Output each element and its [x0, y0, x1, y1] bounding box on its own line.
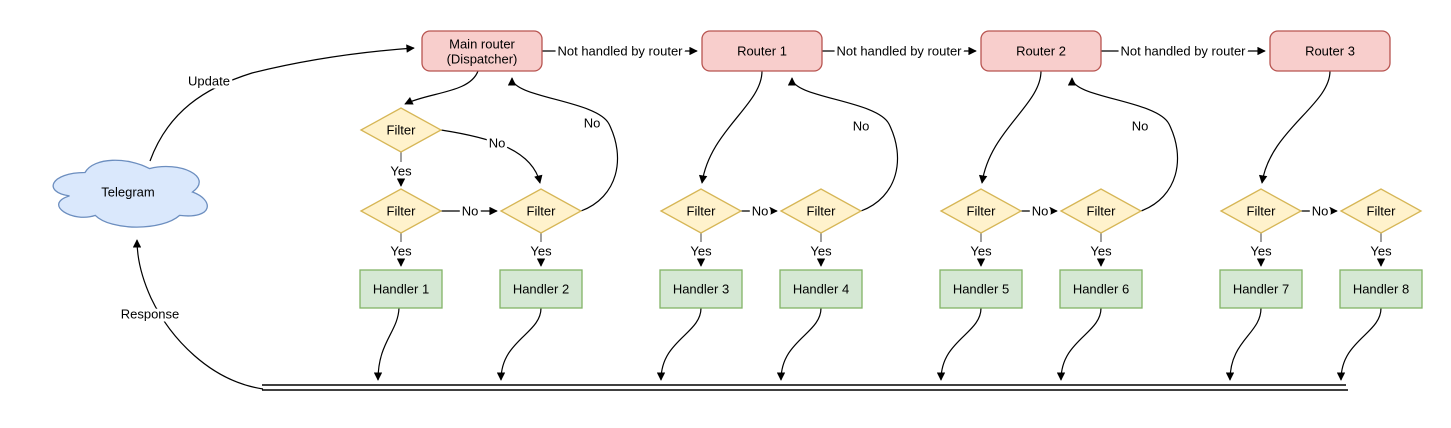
edge-dispatcher-to-filter [404, 70, 479, 105]
edge-labels: Update Response Not handled by router No… [118, 41, 1395, 325]
edge-handler5-to-bus [936, 307, 982, 381]
router2-box [980, 30, 1102, 72]
cloud-shape [52, 159, 208, 228]
yes-label: Yes [690, 244, 712, 259]
filter-diamond [359, 107, 443, 153]
response-label: Response [121, 307, 180, 322]
no-label: No [462, 204, 479, 219]
handler1-box [359, 269, 443, 309]
node-router-3: Router 3 [1269, 30, 1391, 72]
filter-yes-connectors [396, 233, 1386, 267]
edge-handler1-to-bus [373, 307, 400, 381]
edge-router2-to-filter [978, 70, 1042, 184]
edge-filter4-no-to-router1 [787, 77, 899, 212]
not-handled-label-2: Not handled by router [836, 44, 962, 59]
filter-diamond [939, 188, 1023, 234]
handler-to-bus-edges [373, 307, 1382, 381]
handler3-box [659, 269, 743, 309]
no-label: No [853, 119, 870, 134]
handler8-box [1339, 269, 1423, 309]
edge-handler4-to-bus [776, 307, 822, 381]
handler1-label: Handler 1 [373, 282, 429, 297]
yes-label: Yes [390, 244, 412, 259]
edge-router3-to-filter [1258, 70, 1331, 184]
edge-filter-a-no-to-filter-c [440, 129, 543, 184]
filter-label: Filter [387, 204, 417, 219]
router2-label: Router 2 [1016, 44, 1066, 59]
handler4-box [779, 269, 863, 309]
telegram-cloud: Telegram [52, 159, 208, 228]
yes-label: Yes [1090, 244, 1112, 259]
filter-diamond [1219, 188, 1303, 234]
main-router-box [421, 30, 543, 72]
no-label: No [1312, 204, 1329, 219]
filter-diamond [499, 188, 583, 234]
handler8-label: Handler 8 [1353, 282, 1409, 297]
no-label: No [1032, 204, 1049, 219]
edge-handler6-to-bus [1056, 307, 1102, 381]
filter-diamond [779, 188, 863, 234]
yes-label: Yes [970, 244, 992, 259]
filter-label: Filter [1087, 204, 1117, 219]
filter-diamond [1059, 188, 1143, 234]
yes-label: Yes [390, 164, 412, 179]
handler5-label: Handler 5 [953, 282, 1009, 297]
filter-label: Filter [527, 204, 557, 219]
main-router-label-line2: (Dispatcher) [447, 52, 518, 67]
yes-label: Yes [530, 244, 552, 259]
router1-label: Router 1 [737, 44, 787, 59]
router1-box [701, 30, 823, 72]
edge-update [149, 44, 415, 162]
edge-router1-to-filter [698, 70, 763, 184]
filter-label: Filter [387, 123, 417, 138]
handler7-box [1219, 269, 1303, 309]
handler3-label: Handler 3 [673, 282, 729, 297]
handler6-label: Handler 6 [1073, 282, 1129, 297]
edge-filter6-no-to-router2 [1067, 77, 1179, 212]
filter-diamond [359, 188, 443, 234]
edge-handler3-to-bus [656, 307, 702, 381]
filter-nodes: Filter Filter Filter Filter Filter Filte… [359, 107, 1423, 234]
not-handled-label-1: Not handled by router [557, 44, 683, 59]
handler5-box [939, 269, 1023, 309]
no-label: No [584, 116, 601, 131]
no-label: No [752, 204, 769, 219]
no-label: No [1132, 119, 1149, 134]
filter-diamond [659, 188, 743, 234]
no-label: No [489, 136, 506, 151]
handler7-label: Handler 7 [1233, 282, 1289, 297]
edge-handler2-to-bus [496, 307, 542, 381]
edge-response [132, 239, 264, 390]
handler6-box [1059, 269, 1143, 309]
telegram-label: Telegram [101, 185, 154, 200]
filter-label: Filter [967, 204, 997, 219]
node-router-2: Router 2 [980, 30, 1102, 72]
edge-filter-c-no-to-dispatcher [507, 77, 619, 212]
filter-label: Filter [1367, 204, 1397, 219]
update-label: Update [188, 74, 230, 89]
filter-label: Filter [807, 204, 837, 219]
filter-label: Filter [687, 204, 717, 219]
yes-label: Yes [810, 244, 832, 259]
node-router-1: Router 1 [701, 30, 823, 72]
yes-label: Yes [1370, 244, 1392, 259]
not-handled-label-3: Not handled by router [1120, 44, 1246, 59]
handler2-box [499, 269, 583, 309]
filter-label: Filter [1247, 204, 1277, 219]
router3-box [1269, 30, 1391, 72]
edge-handler7-to-bus [1225, 307, 1262, 381]
filter-diamond [1339, 188, 1423, 234]
router3-label: Router 3 [1305, 44, 1355, 59]
edge-handler8-to-bus [1336, 307, 1382, 381]
node-main-router: Main router (Dispatcher) [421, 30, 543, 72]
yes-label: Yes [1250, 244, 1272, 259]
handler-nodes: Handler 1 Handler 2 Handler 3 Handler 4 … [359, 269, 1423, 309]
handler2-label: Handler 2 [513, 282, 569, 297]
main-router-label-line1: Main router [449, 37, 515, 52]
handler4-label: Handler 4 [793, 282, 849, 297]
